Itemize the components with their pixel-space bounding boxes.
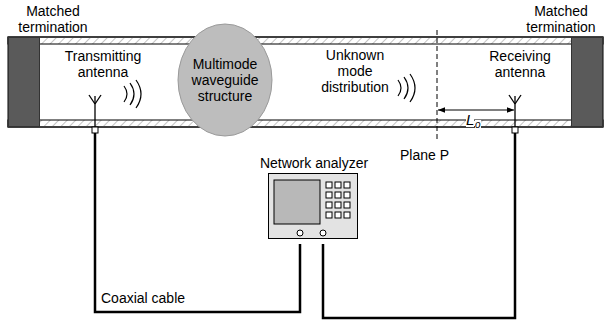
network-analyzer: Network analyzer	[268, 173, 358, 239]
connector	[512, 127, 518, 133]
region-label: Unknown mode distribution	[312, 47, 398, 95]
cable-label: Coaxial cable	[101, 290, 185, 306]
shape-label: Multimode waveguide structure	[184, 56, 266, 104]
waveguide-wall	[8, 120, 603, 127]
dimension-line	[438, 110, 514, 111]
antenna-label: Receiving antenna	[478, 48, 562, 80]
waveguide-structure: Multimode waveguide structure	[177, 23, 273, 137]
plane-line	[437, 30, 438, 142]
part-label: Matched termination	[513, 3, 609, 35]
connector	[92, 127, 98, 133]
part-label: Network analyzer	[234, 155, 394, 171]
waveguide-wall	[8, 37, 603, 44]
matched-termination: Matched termination	[8, 37, 40, 127]
dimension-subscript: o	[475, 120, 481, 130]
matched-termination: Matched termination	[571, 37, 603, 127]
antenna-label: Transmitting antenna	[58, 48, 148, 80]
dimension-label: L	[466, 112, 474, 127]
analyzer-front-panel	[269, 174, 357, 238]
waveguide-body	[8, 37, 603, 127]
plane-label: Plane P	[400, 147, 480, 163]
antenna-symbol	[89, 95, 101, 127]
antenna-symbol	[509, 95, 521, 127]
coaxial-cable	[95, 133, 515, 318]
part-label: Matched termination	[5, 3, 101, 35]
